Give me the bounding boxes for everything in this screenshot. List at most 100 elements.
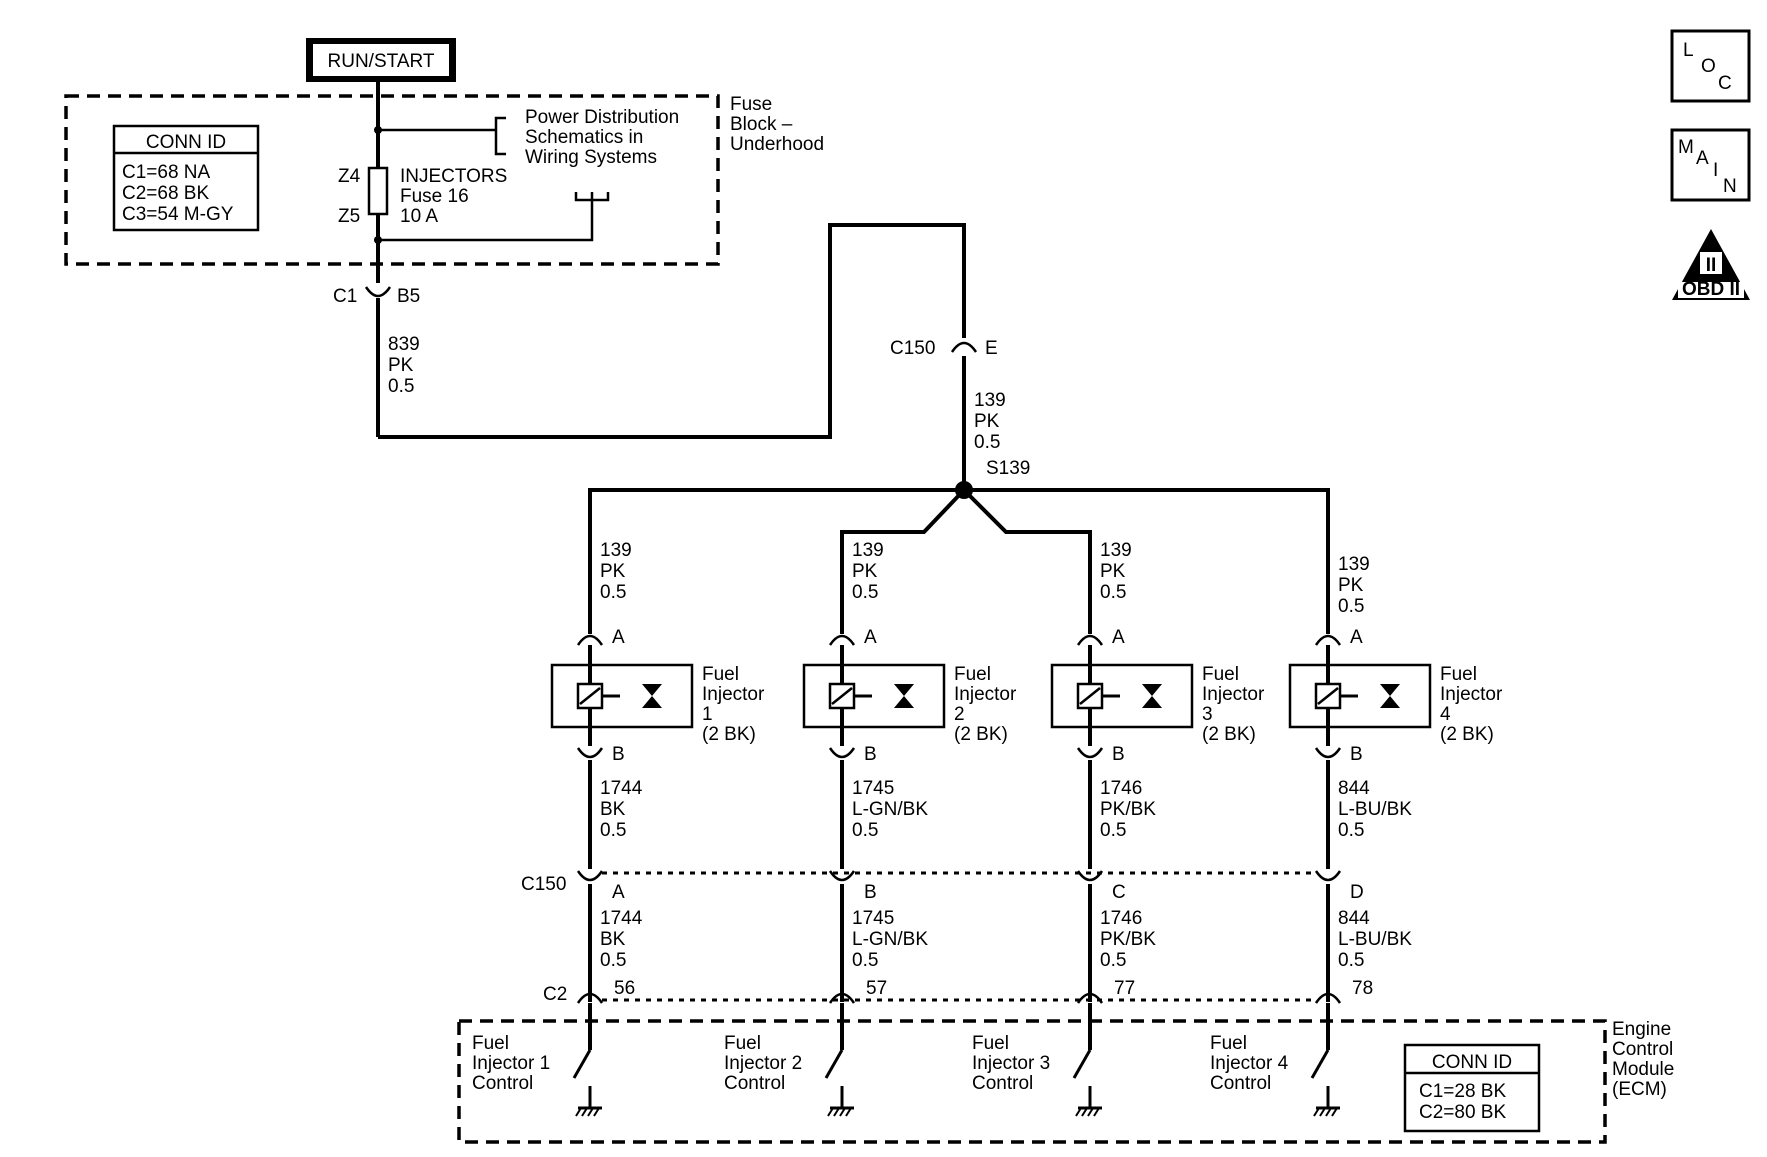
- power-ref-bottom-line: [378, 192, 594, 242]
- loc-icon-l: L: [1683, 40, 1694, 61]
- ecm-label-2: Control: [1612, 1039, 1673, 1060]
- ground-icon: [1075, 1106, 1102, 1117]
- injector-pin-a-label: A: [612, 627, 625, 648]
- c150-pin-label: C: [1112, 882, 1126, 903]
- obd-roman: II: [1706, 255, 1717, 276]
- injector-wire-out-size: 0.5: [1338, 820, 1364, 841]
- ecm-control-label-2: Injector 2: [724, 1053, 802, 1074]
- injector-label-line-1: Fuel: [1440, 664, 1477, 685]
- c150-pin-connector: [1314, 870, 1342, 882]
- c2-name: C2: [543, 984, 567, 1005]
- injector-wire-low-number: 844: [1338, 908, 1370, 929]
- injector-wire-out-number: 1744: [600, 778, 643, 799]
- injector-label-line-3: 1: [702, 704, 713, 725]
- injector-wire-low-color: BK: [600, 929, 626, 950]
- ecm-control-label-1: Fuel: [1210, 1033, 1247, 1054]
- injector-wire-low-color: PK/BK: [1100, 929, 1156, 950]
- c150-pin-connector: [576, 870, 604, 882]
- injector-valve-icon: [642, 684, 662, 696]
- loc-icon-c: C: [1718, 73, 1732, 94]
- injector-box: [1288, 663, 1432, 729]
- ecm-pin-label: 77: [1114, 978, 1135, 999]
- wire-139-color: PK: [974, 411, 1000, 432]
- c150-pin-label: A: [612, 882, 625, 903]
- injector-wire-in-size: 0.5: [1100, 582, 1126, 603]
- wire-839-route: [378, 223, 966, 439]
- injector-label-line-2: Injector: [702, 684, 765, 705]
- injector-wire-out-size: 0.5: [600, 820, 626, 841]
- injector-wire-in-size: 0.5: [852, 582, 878, 603]
- injector-pin-b-label: B: [864, 744, 877, 765]
- injector-pin-a-label: A: [1350, 627, 1363, 648]
- loc-icon[interactable]: L O C: [1670, 29, 1751, 103]
- power-ref-bracket-top: [494, 116, 506, 156]
- fuse-block-underhood: Fuse Block – Underhood CONN ID C1=68 NA …: [64, 82, 824, 283]
- conn-id-c3: C3=54 M-GY: [122, 204, 234, 225]
- ecm-control-label-2: Injector 4: [1210, 1053, 1289, 1074]
- wire-839-number: 839: [388, 334, 420, 355]
- c150-top-connector: C150 E: [890, 338, 998, 359]
- ecm-pin-label: 78: [1352, 978, 1373, 999]
- injector-wire-out-size: 0.5: [1100, 820, 1126, 841]
- injector-label-line-3: 4: [1440, 704, 1451, 725]
- power-ref-line-1: Power Distribution: [525, 107, 679, 128]
- obd-ii-icon[interactable]: II OBD II: [1672, 229, 1750, 300]
- wire-139-size: 0.5: [974, 432, 1000, 453]
- c1-connector-pin: B5: [397, 286, 420, 307]
- ecm-module: Engine Control Module (ECM) CONN ID C1=2…: [457, 1019, 1674, 1144]
- fuse-block-label-2: Block –: [730, 114, 793, 135]
- injector-wire-low-color: L-BU/BK: [1338, 929, 1412, 950]
- wire-839-size: 0.5: [388, 376, 414, 397]
- injector-wire-in-number: 139: [1338, 554, 1370, 575]
- fuse-name-label: INJECTORS: [400, 166, 507, 187]
- injector-wire-in-color: PK: [600, 561, 626, 582]
- fuse-rating-label: 10 A: [400, 206, 438, 227]
- c1-connector: C1 B5: [333, 286, 420, 307]
- injector-wire-in-number: 139: [852, 540, 884, 561]
- injector-pin-b-connector: [576, 747, 604, 759]
- injector-pin-b-label: B: [1350, 744, 1363, 765]
- injector-pin-a-connector: [576, 634, 604, 646]
- main-icon-a: A: [1696, 148, 1709, 169]
- injector-wire-out-size: 0.5: [852, 820, 878, 841]
- injector-pin-b-connector: [828, 747, 856, 759]
- injector-pin-b-connector: [1076, 747, 1104, 759]
- injector-label-line-1: Fuel: [1202, 664, 1239, 685]
- injector-pin-b-label: B: [1112, 744, 1125, 765]
- fuse-z5-label: Z5: [338, 206, 360, 227]
- ecm-control-label-2: Injector 1: [472, 1053, 550, 1074]
- ecm-control-label-3: Control: [972, 1073, 1033, 1094]
- ecm-switch-icon: [1072, 1049, 1092, 1079]
- splice-branch-3: [962, 488, 1092, 634]
- conn-id-title: CONN ID: [146, 132, 226, 153]
- ecm-label-3: Module: [1612, 1059, 1674, 1080]
- injector-wire-in-color: PK: [1100, 561, 1126, 582]
- injector-wire-low-size: 0.5: [1100, 950, 1126, 971]
- power-ref-line-2: Schematics in: [525, 127, 643, 148]
- loc-icon-o: O: [1701, 56, 1716, 77]
- c150-pin-label: B: [864, 882, 877, 903]
- run-start-box: RUN/START: [306, 38, 456, 82]
- injector-pin-b-label: B: [612, 744, 625, 765]
- ecm-switch-icon: [572, 1049, 592, 1079]
- injector-box: [550, 663, 694, 729]
- injector-label-line-1: Fuel: [954, 664, 991, 685]
- power-ref-bracket-bottom: [574, 192, 610, 202]
- c2-pin-connector: [576, 992, 604, 1004]
- injector-wire-out-color: L-GN/BK: [852, 799, 928, 820]
- main-icon[interactable]: M A I N: [1670, 128, 1751, 202]
- injector-wire-in-size: 0.5: [1338, 596, 1364, 617]
- ecm-control-label-3: Control: [724, 1073, 785, 1094]
- c150-top-pin: E: [985, 338, 998, 359]
- c150-pin-connector: [828, 870, 856, 882]
- ecm-conn-id-c2: C2=80 BK: [1419, 1102, 1506, 1123]
- ecm-pin-label: 56: [614, 978, 635, 999]
- injector-wire-in-size: 0.5: [600, 582, 626, 603]
- injector-wire-in-color: PK: [1338, 575, 1364, 596]
- splice-branch-4: [964, 488, 1330, 634]
- splice-branch-2: [840, 488, 966, 634]
- injector-label-line-4: (2 BK): [702, 724, 756, 745]
